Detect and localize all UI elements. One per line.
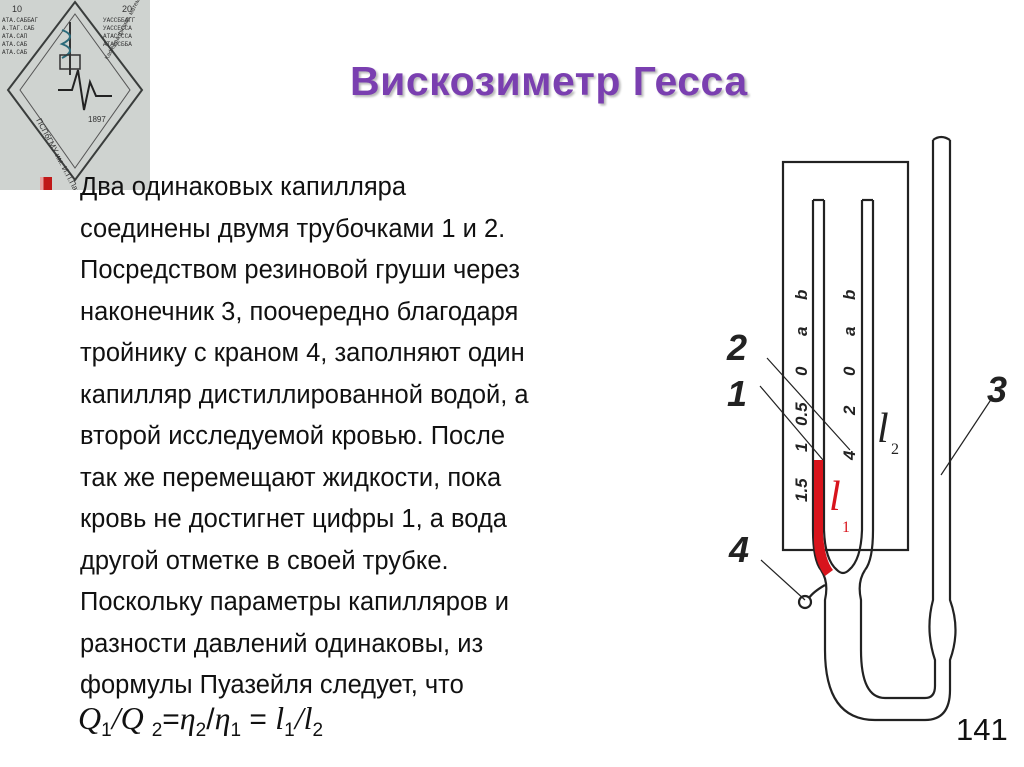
formula-q1: Q — [78, 700, 102, 736]
logo-emblem: 10 20 АТА.САББАГ А.ТАГ.САБ АТА.САП АТА.С… — [0, 0, 168, 212]
page-number: 141 — [956, 712, 1008, 747]
body-line: другой отметке в своей трубке. — [80, 546, 449, 575]
u-tube-bottom — [823, 649, 952, 722]
label-l2: l — [877, 406, 889, 452]
logo-left-line: АТА.САББАГ — [2, 17, 38, 24]
tube-2 — [858, 569, 866, 650]
formula-subscript: 2 — [195, 720, 207, 741]
bullet-marker — [40, 177, 52, 190]
body-line: Посредством резиновой груши через — [80, 256, 520, 284]
logo-left-line: АТА.САП — [2, 33, 28, 40]
formula-slash: / — [111, 700, 121, 736]
logo-right-line: УАССББАГГ — [103, 17, 136, 24]
body-line: так же перемещают жидкости, пока — [80, 463, 502, 492]
logo-left-line: А.ТАГ.САБ — [2, 25, 35, 32]
label-l1-subscript: 1 — [842, 519, 850, 536]
formula-subscript: 1 — [230, 720, 242, 741]
body-line: Поскольку параметры капилляров и — [80, 588, 510, 616]
formula-slash: / — [294, 700, 304, 736]
formula-subscript: 1 — [101, 720, 112, 741]
scale-right-0: 0 — [840, 366, 859, 376]
formula-eta2: η — [179, 700, 196, 736]
formula-l2: l — [303, 700, 313, 736]
callout-1: 1 — [727, 373, 747, 414]
formula-subscript: 2 — [151, 720, 163, 741]
scale-right-4: 4 — [840, 450, 859, 461]
callout-2: 2 — [726, 327, 747, 368]
logo-left-line: АТА.САБ — [2, 41, 28, 48]
scale-left-b: b — [792, 290, 811, 300]
formula-equals: = — [241, 703, 276, 736]
body-line: капилляр дистиллированной водой, а — [80, 380, 529, 409]
nozzle-3 — [928, 140, 937, 686]
scale-left-1-5: 1.5 — [792, 478, 811, 502]
scale-right-a: a — [840, 327, 859, 336]
scale-left-0-5: 0.5 — [792, 402, 811, 426]
formula-eta1: η — [214, 700, 231, 736]
logo-number-left: 10 — [12, 4, 22, 14]
tap-4 — [808, 584, 826, 599]
formula-slash: / — [206, 703, 215, 736]
callout-4: 4 — [728, 529, 749, 570]
blood-column — [813, 460, 833, 576]
logo-number-right: 20 — [122, 4, 132, 14]
formula-q2: Q — [120, 700, 152, 736]
scale-right-2: 2 — [840, 405, 859, 416]
formula-subscript: 2 — [312, 720, 324, 741]
formula-equals: = — [162, 703, 180, 736]
body-line: наконечник 3, поочередно благодаря — [80, 297, 519, 326]
logo-left-line: АТА.САБ — [2, 49, 28, 56]
logo-right-line: УАССЕССА — [103, 25, 132, 32]
scale-left-1: 1 — [792, 443, 811, 452]
body-line: Два одинаковых капилляра — [80, 173, 407, 201]
poiseuille-formula: Q1/Q 2=η2/η1 = l1/l2 — [78, 700, 323, 742]
scale-right-b: b — [840, 290, 859, 300]
label-l2-subscript: 2 — [891, 441, 899, 458]
logo-right-line: АТАССББА — [103, 41, 132, 48]
label-l1: l — [829, 474, 841, 520]
scale-board — [781, 160, 910, 552]
tube-1 — [820, 569, 828, 650]
body-line: кровь не достигнет цифры 1, а вода — [80, 505, 507, 533]
formula-subscript: 1 — [284, 720, 295, 741]
body-line: формулы Пуазейля следует, что — [80, 671, 464, 699]
viscometer-drawing: 1.5 1 0.5 0 a b 4 2 0 a b 2 1 3 4 l 1 l … — [726, 135, 1007, 722]
logo-right-line: АТАССССА — [103, 33, 132, 40]
university-logo: 10 20 АТА.САББАГ А.ТАГ.САБ АТА.САП АТА.С… — [0, 0, 168, 212]
body-line: второй исследуемой кровью. После — [80, 422, 506, 450]
logo-year: 1897 — [88, 115, 106, 124]
left-capillary — [811, 200, 822, 571]
body-line: разности давлений одинаковы, из — [80, 629, 484, 658]
scale-left-0: 0 — [792, 366, 811, 376]
viscometer-diagram: 1.5 1 0.5 0 a b 4 2 0 a b 2 1 3 4 l 1 l … — [725, 130, 1024, 730]
body-line: тройнику с краном 4, заполняют один — [80, 339, 525, 367]
slide-title: Вискозиметр Гесса — [350, 58, 748, 104]
formula-l1: l — [275, 700, 285, 736]
scale-left-a: a — [792, 327, 811, 336]
callout-3: 3 — [987, 369, 1007, 410]
body-line: соединены двумя трубочками 1 и 2. — [80, 214, 506, 243]
slide-body: Два одинаковых капилляра соединены двумя… — [80, 167, 700, 707]
